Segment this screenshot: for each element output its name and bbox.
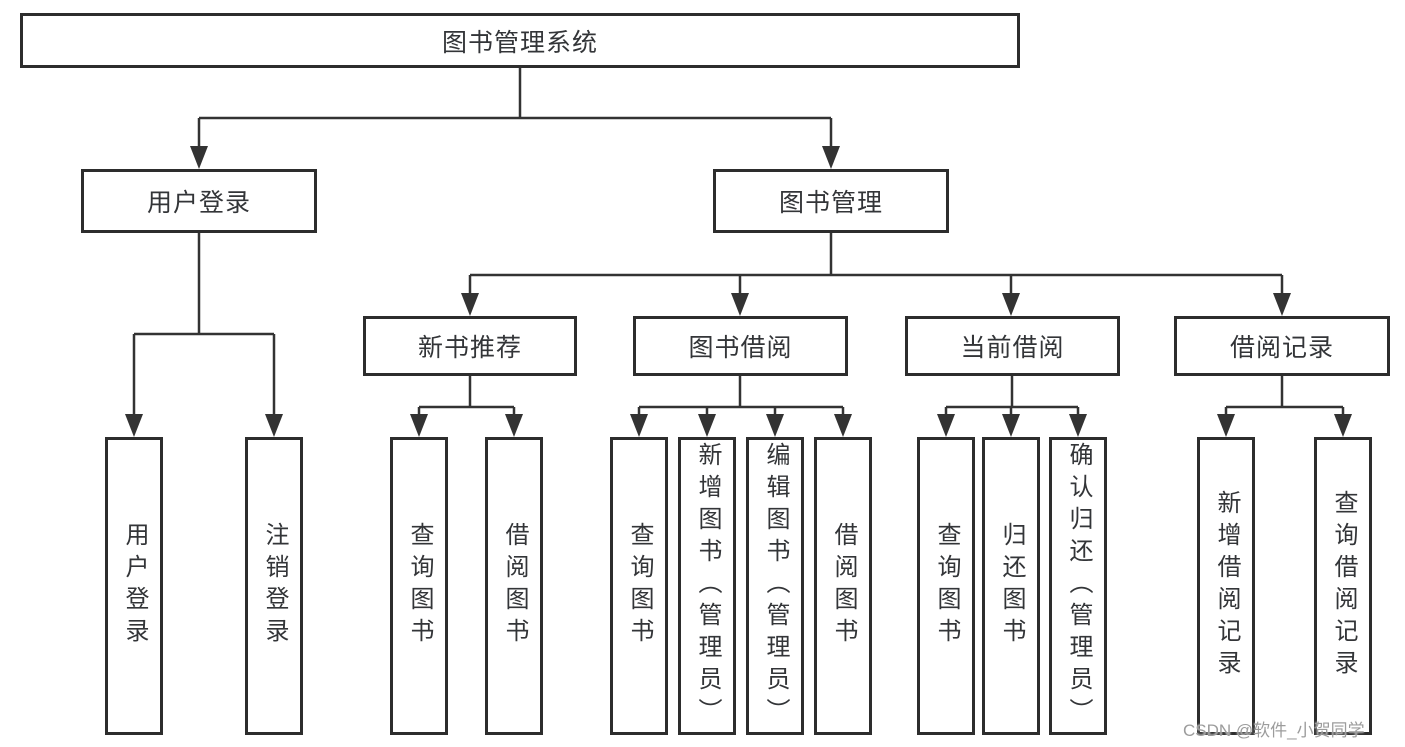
node-book-borrowing: 图书借阅 [633, 316, 848, 376]
leaf-label: 编辑图书（管理员） [762, 442, 789, 730]
leaf-borrow-books-recommend: 借阅图书 [485, 437, 543, 735]
leaf-user-login: 用户登录 [105, 437, 163, 735]
node-library-management-system: 图书管理系统 [20, 13, 1020, 68]
leaf-label: 借阅图书 [830, 522, 857, 650]
leaf-confirm-return-admin: 确认归还（管理员） [1049, 437, 1107, 735]
leaf-borrow-books: 借阅图书 [814, 437, 872, 735]
csdn-watermark: CSDN @软件_小贺同学 [1183, 721, 1365, 740]
leaf-label: 借阅图书 [501, 522, 528, 650]
node-book-management: 图书管理 [713, 169, 949, 233]
leaf-query-books-current: 查询图书 [917, 437, 975, 735]
node-label: 图书管理 [778, 189, 883, 217]
leaf-query-books-recommend: 查询图书 [390, 437, 448, 735]
leaf-query-books-borrow: 查询图书 [610, 437, 668, 735]
leaf-add-borrow-record: 新增借阅记录 [1197, 437, 1255, 735]
leaf-label: 查询借阅记录 [1330, 490, 1357, 682]
node-label: 借阅记录 [1229, 334, 1334, 362]
leaf-label: 查询图书 [626, 522, 653, 650]
node-label: 图书管理系统 [441, 28, 598, 57]
leaf-return-books: 归还图书 [982, 437, 1040, 735]
node-label: 当前借阅 [960, 334, 1065, 362]
leaf-add-books-admin: 新增图书（管理员） [678, 437, 736, 735]
leaf-label: 注销登录 [261, 522, 288, 650]
node-new-book-recommend: 新书推荐 [363, 316, 577, 376]
leaf-label: 新增图书（管理员） [694, 442, 721, 730]
leaf-label: 新增借阅记录 [1213, 490, 1240, 682]
leaf-edit-books-admin: 编辑图书（管理员） [746, 437, 804, 735]
node-current-borrowing: 当前借阅 [905, 316, 1120, 376]
leaf-label: 归还图书 [998, 522, 1025, 650]
leaf-label: 查询图书 [933, 522, 960, 650]
leaf-label: 用户登录 [121, 522, 148, 650]
leaf-logout: 注销登录 [245, 437, 303, 735]
node-user-login: 用户登录 [81, 169, 317, 233]
node-label: 用户登录 [146, 189, 251, 217]
node-borrowing-records: 借阅记录 [1174, 316, 1390, 376]
leaf-query-borrow-record: 查询借阅记录 [1314, 437, 1372, 735]
leaf-label: 查询图书 [406, 522, 433, 650]
leaf-label: 确认归还（管理员） [1065, 442, 1092, 730]
node-label: 图书借阅 [688, 334, 793, 362]
node-label: 新书推荐 [417, 334, 522, 362]
